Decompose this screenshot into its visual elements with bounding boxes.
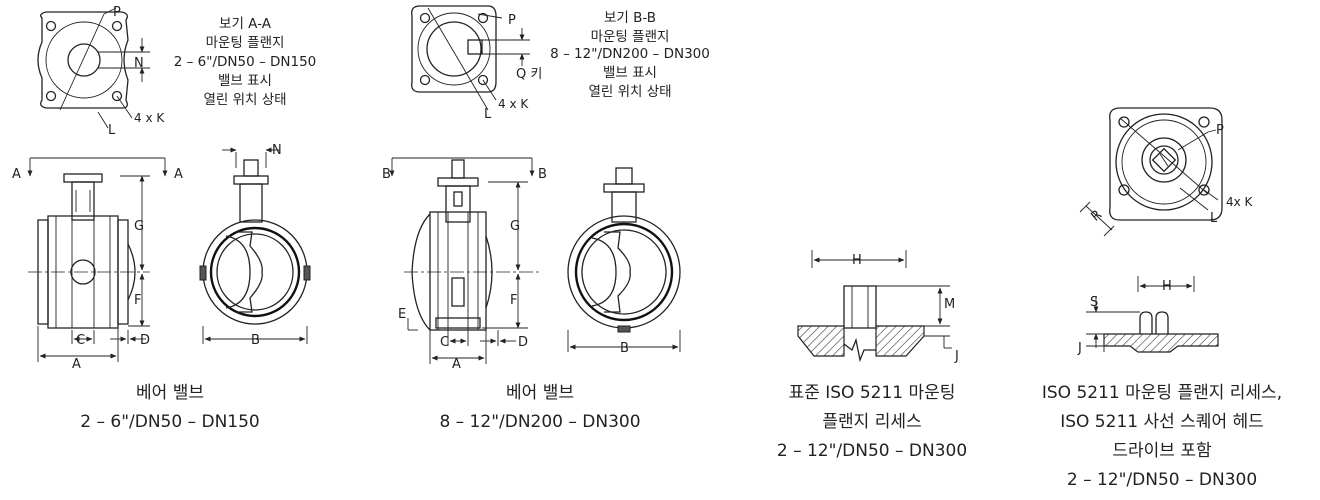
caption-1-line2: 2 – 6"/DN50 – DN150 xyxy=(80,412,260,432)
view-aa-title: 보기 A-A xyxy=(219,16,272,32)
view-bb-line1: 마운팅 플랜지 xyxy=(591,29,670,45)
caption-valve-small: 베어 밸브 2 – 6"/DN50 – DN150 xyxy=(80,383,260,432)
label-h-square: H xyxy=(1162,279,1172,294)
label-l-aa: L xyxy=(108,123,116,138)
label-b-right: B xyxy=(538,167,547,182)
label-a-bottom-large: A xyxy=(452,357,461,372)
caption-4-line2: ISO 5211 사선 스퀘어 헤드 xyxy=(1060,412,1264,432)
label-c-small: C xyxy=(76,333,85,348)
square-head-flange-top-view xyxy=(1079,107,1223,237)
valve-small-front-view xyxy=(199,147,311,344)
label-a-bottom-small: A xyxy=(72,357,81,372)
caption-square-head: ISO 5211 마운팅 플랜지 리세스, ISO 5211 사선 스퀘어 헤드… xyxy=(1042,383,1282,490)
label-d-large: D xyxy=(518,335,528,350)
caption-1-line1: 베어 밸브 xyxy=(136,383,204,403)
label-4xk-aa: 4 x K xyxy=(134,111,165,125)
label-s: S xyxy=(1090,295,1098,310)
label-a-right: A xyxy=(174,167,183,182)
label-p-aa: P xyxy=(113,5,121,20)
label-f-small: F xyxy=(134,293,141,308)
label-l-bb: L xyxy=(484,107,492,122)
caption-3-line3: 2 – 12"/DN50 – DN300 xyxy=(777,441,967,461)
view-aa-line3: 밸브 표시 xyxy=(218,73,272,89)
label-n-front: N xyxy=(272,143,282,158)
view-bb-text: 보기 B-B 마운팅 플랜지 8 – 12"/DN200 – DN300 밸브 … xyxy=(550,10,710,100)
view-bb-title: 보기 B-B xyxy=(604,10,656,26)
label-f-large: F xyxy=(510,293,517,308)
view-aa-text: 보기 A-A 마운팅 플랜지 2 – 6"/DN50 – DN150 밸브 표시… xyxy=(174,16,317,108)
label-h-standard: H xyxy=(852,253,862,268)
label-b-small: B xyxy=(251,333,260,348)
iso-standard-recess-section xyxy=(797,250,952,363)
caption-2-line2: 8 – 12"/DN200 – DN300 xyxy=(439,412,640,432)
caption-4-line3: 드라이브 포함 xyxy=(1112,441,1212,461)
label-b-left: B xyxy=(382,167,391,182)
label-p-square: P xyxy=(1216,123,1224,138)
valve-large-front-view xyxy=(567,167,681,352)
view-bb-line4: 열린 위치 상태 xyxy=(588,84,671,100)
label-g-small: G xyxy=(134,219,144,234)
caption-4-line1: ISO 5211 마운팅 플랜지 리세스, xyxy=(1042,383,1282,403)
label-c-large: C xyxy=(440,335,449,350)
valve-large-side-view xyxy=(389,157,540,364)
label-d-small: D xyxy=(140,333,150,348)
label-j-square: J xyxy=(1077,341,1082,356)
label-m: M xyxy=(944,297,955,312)
label-4xk-bb: 4 x K xyxy=(498,97,529,111)
view-aa-line2: 2 – 6"/DN50 – DN150 xyxy=(174,54,317,70)
label-4xk-square: 4x K xyxy=(1226,195,1254,209)
view-bb-line3: 밸브 표시 xyxy=(603,65,657,81)
label-e: E xyxy=(398,307,406,322)
caption-4-line4: 2 – 12"/DN50 – DN300 xyxy=(1067,470,1257,490)
valve-small-side-view xyxy=(27,157,168,362)
label-l-square: L xyxy=(1210,211,1218,226)
caption-3-line1: 표준 ISO 5211 마운팅 xyxy=(789,383,956,403)
view-bb-line2: 8 – 12"/DN200 – DN300 xyxy=(550,46,710,62)
caption-2-line1: 베어 밸브 xyxy=(506,383,574,403)
label-b-large: B xyxy=(620,341,629,356)
label-q-key: Q 키 xyxy=(516,67,542,82)
caption-standard-recess: 표준 ISO 5211 마운팅 플랜지 리세스 2 – 12"/DN50 – D… xyxy=(777,383,967,461)
label-r: R xyxy=(1088,207,1105,224)
label-a-left: A xyxy=(12,167,21,182)
label-j-standard: J xyxy=(954,349,959,364)
label-n-aa: N xyxy=(134,56,144,71)
view-aa-line1: 마운팅 플랜지 xyxy=(206,35,285,51)
view-aa-line4: 열린 위치 상태 xyxy=(203,92,286,108)
caption-3-line2: 플랜지 리세스 xyxy=(822,412,921,432)
label-g-large: G xyxy=(510,219,520,234)
label-p-bb: P xyxy=(508,13,516,28)
square-head-flange-section xyxy=(1086,276,1219,353)
view-bb-flange xyxy=(411,5,530,111)
caption-valve-large: 베어 밸브 8 – 12"/DN200 – DN300 xyxy=(439,383,640,432)
view-aa-flange xyxy=(37,7,150,129)
